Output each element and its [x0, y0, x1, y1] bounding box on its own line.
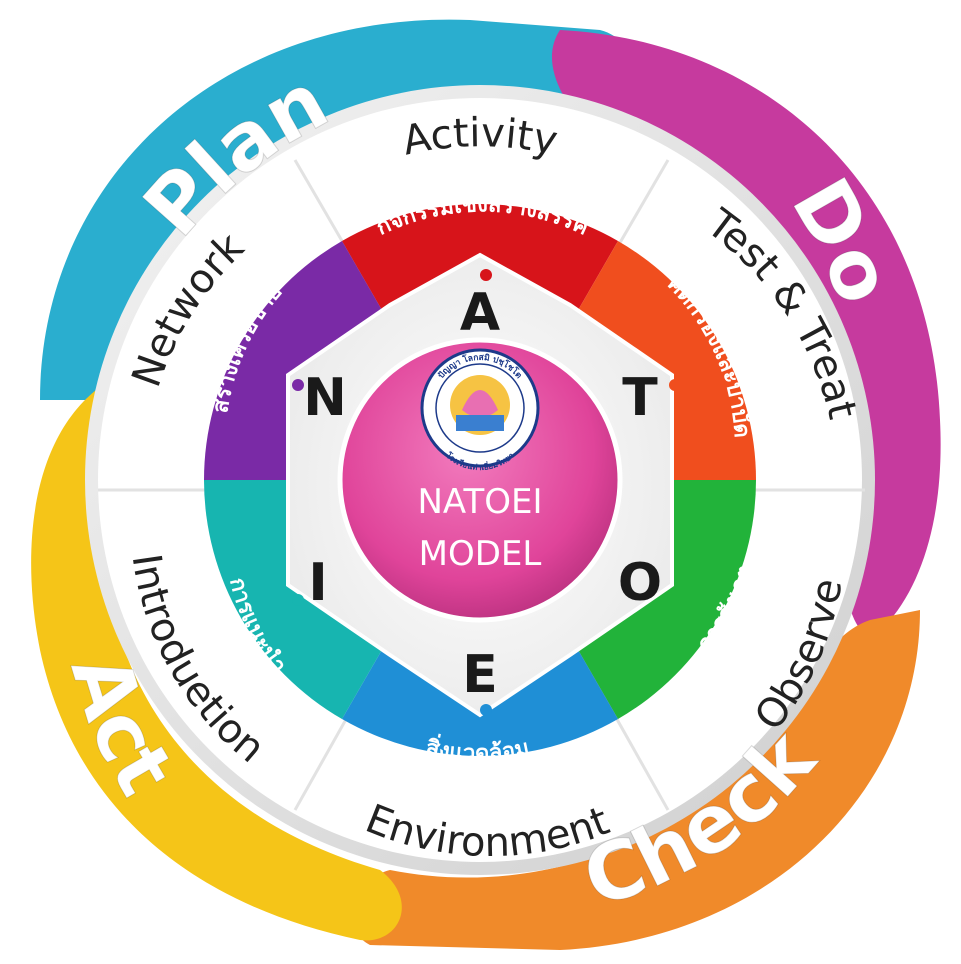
center-line2: MODEL — [419, 534, 542, 574]
dot-activity — [480, 269, 492, 281]
letter-a: A — [460, 283, 500, 343]
school-seal: ปัญญา โลกสมิ ปชฺโชโต โรงเรียนท่าเยี่ยมวิ… — [420, 348, 540, 472]
svg-text:Activity: Activity — [399, 110, 562, 165]
letter-i: I — [308, 553, 327, 613]
water-icon — [456, 415, 504, 431]
plan-lobe — [40, 19, 634, 400]
letter-t: T — [622, 368, 658, 428]
ring-activity-label: Activity — [399, 110, 562, 165]
lotus-icon — [462, 390, 498, 418]
dot-test-treat — [669, 379, 681, 391]
dot-network — [292, 379, 304, 391]
dot-environment — [480, 704, 492, 716]
dot-introduction — [292, 594, 304, 606]
letter-n: N — [303, 368, 347, 428]
dot-observe — [667, 594, 679, 606]
center-line1: NATOEI — [417, 482, 542, 522]
letter-o: O — [618, 553, 662, 613]
center-circle — [337, 337, 623, 623]
check-lobe — [352, 610, 921, 950]
act-lobe — [31, 380, 402, 941]
letter-e: E — [462, 645, 498, 705]
